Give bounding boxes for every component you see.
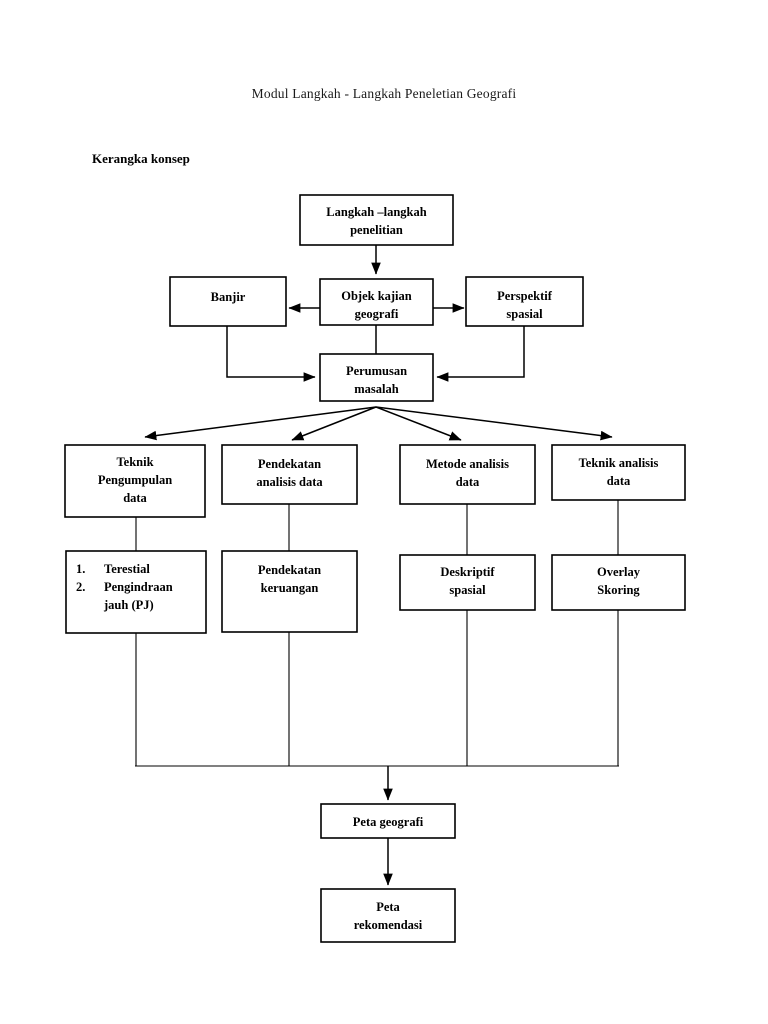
node-teknik-analisis-data[interactable]: Teknik analisis data (551, 444, 686, 501)
node-label-line2: analisis data (256, 475, 323, 489)
edge-perumusan-to-teknik-analisis (375, 406, 613, 441)
list-item-label-2: Pengindraan (104, 580, 173, 594)
edge-perumusan-to-pendekatan-analisis (291, 406, 377, 441)
node-label-line2: data (607, 474, 631, 488)
node-teknik-pengumpulan-data[interactable]: Teknik Pengumpulan data (64, 444, 206, 518)
node-label-line1: Teknik analisis (579, 456, 659, 470)
edge-banjir-to-perumusan (226, 326, 316, 382)
node-deskriptif-spasial[interactable]: Deskriptif spasial (399, 554, 536, 611)
node-teknik-pengumpulan-items[interactable]: 1. Terestial 2. Pengindraan jauh (PJ) (65, 550, 207, 634)
node-label-line1: Perumusan (346, 364, 407, 378)
node-label-line2: keruangan (261, 581, 319, 595)
node-label-line1: Peta geografi (353, 815, 424, 829)
node-objek-kajian-geografi[interactable]: Objek kajian geografi (319, 278, 434, 326)
node-overlay-skoring[interactable]: Overlay Skoring (551, 554, 686, 611)
node-pendekatan-analisis-data[interactable]: Pendekatan analisis data (221, 444, 358, 505)
node-perspektif-spasial[interactable]: Perspektif spasial (465, 276, 584, 327)
node-label-line1: Teknik (116, 455, 153, 469)
node-label-line3: data (123, 491, 147, 505)
node-banjir[interactable]: Banjir (169, 276, 287, 327)
node-langkah-langkah-penelitian[interactable]: Langkah –langkah penelitian (299, 194, 454, 246)
node-label-line1: Peta (376, 900, 400, 914)
node-label-line1: Perspektif (497, 289, 553, 303)
node-metode-analisis-data[interactable]: Metode analisis data (399, 444, 536, 505)
node-peta-rekomendasi[interactable]: Peta rekomendasi (320, 888, 456, 943)
node-label-line1: Pendekatan (258, 457, 321, 471)
list-item-label-2-cont: jauh (PJ) (103, 598, 154, 612)
node-perumusan-masalah[interactable]: Perumusan masalah (319, 353, 434, 402)
node-label-line1: Langkah –langkah (326, 205, 426, 219)
node-label-line1: Overlay (597, 565, 641, 579)
node-label-line2: rekomendasi (354, 918, 423, 932)
node-label-line2: spasial (506, 307, 543, 321)
edge-perspektif-to-perumusan (436, 326, 525, 382)
list-item-label-1: Terestial (104, 562, 150, 576)
section-heading-kerangka-konsep: Kerangka konsep (92, 151, 190, 166)
node-label-line2: geografi (355, 307, 399, 321)
node-label-line2: masalah (354, 382, 399, 396)
node-label-line1: Pendekatan (258, 563, 321, 577)
node-label-line1: Metode analisis (426, 457, 509, 471)
edge-perumusan-to-metode-analisis (375, 406, 462, 441)
node-label-line1: Deskriptif (440, 565, 495, 579)
edge-perumusan-to-teknik-pengumpulan (144, 406, 377, 441)
page-title: Modul Langkah - Langkah Peneletian Geogr… (251, 86, 517, 101)
node-label-line1: Objek kajian (341, 289, 412, 303)
node-label-line2: spasial (449, 583, 486, 597)
list-item-number-2: 2. (76, 580, 85, 594)
list-item-number-1: 1. (76, 562, 85, 576)
node-label-line2: Skoring (597, 583, 640, 597)
node-peta-geografi[interactable]: Peta geografi (320, 803, 456, 839)
node-label-line2: penelitian (350, 223, 403, 237)
node-label-line2: data (456, 475, 480, 489)
node-label-line1: Banjir (211, 290, 246, 304)
node-label-line2: Pengumpulan (98, 473, 172, 487)
node-pendekatan-keruangan[interactable]: Pendekatan keruangan (221, 550, 358, 633)
